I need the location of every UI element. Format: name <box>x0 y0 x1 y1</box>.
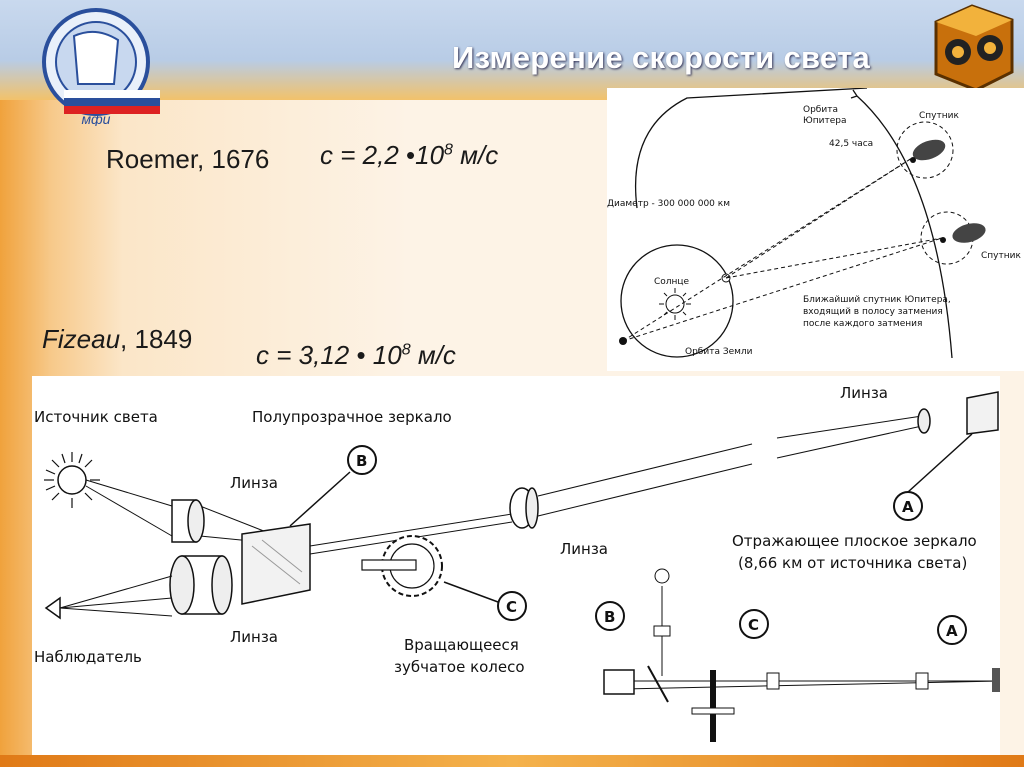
roemer-formula: c = 2,2 •108 м/с <box>320 140 498 171</box>
jupiter-orbit-label: Орбита <box>803 105 838 115</box>
roemer-formula-prefix: c = 2,2 <box>320 140 406 170</box>
marker-c: C <box>740 610 768 638</box>
roemer-formula-mantissa: 10 <box>415 140 444 170</box>
observer-eye-icon <box>46 598 60 618</box>
roemer-formula-unit: м/с <box>453 140 498 170</box>
fizeau-formula: c = 3,12 • 108 м/с <box>256 340 456 371</box>
roemer-label: Roemer, 1676 <box>106 144 269 175</box>
lens-icon <box>510 488 538 528</box>
wheel-label: Вращающееся <box>404 636 519 654</box>
bottom-bar <box>0 755 1024 767</box>
half-mirror-label: Полупрозрачное зеркало <box>252 408 452 426</box>
sun-label: Солнце <box>654 277 690 287</box>
marker-b: B <box>348 446 376 474</box>
svg-text:A: A <box>902 498 914 516</box>
roemer-diagram: Орбита Юпитера Спутник 42,5 часа Спутник… <box>607 88 1024 371</box>
lens-label: Линза <box>560 540 608 558</box>
lens-icon <box>918 409 930 433</box>
schematic-setup <box>604 569 1000 742</box>
lens-label: Линза <box>840 384 888 402</box>
mirror-label: (8,66 км от источника света) <box>738 554 967 572</box>
jupiter-orbit-label: Юпитера <box>803 116 846 126</box>
marker-c: C <box>498 592 526 620</box>
light-source-icon <box>44 452 100 508</box>
fizeau-label: Fizeau, 1849 <box>42 324 192 355</box>
satellite-note: после каждого затмения <box>803 319 922 329</box>
bullet: • <box>406 140 415 170</box>
fizeau-year: , 1849 <box>120 324 192 354</box>
toothed-wheel-icon <box>362 536 442 596</box>
lens-label: Линза <box>230 628 278 646</box>
fizeau-formula-unit: м/с <box>411 340 456 370</box>
mirror-label: Отражающее плоское зеркало <box>732 532 977 550</box>
fizeau-formula-prefix: c = 3,12 <box>256 340 356 370</box>
satellite-label: Спутник <box>919 111 959 121</box>
diameter-label: Диаметр - 300 000 000 км <box>607 199 730 209</box>
sun-icon <box>659 288 691 320</box>
lens-icon <box>170 556 232 614</box>
observer-label: Наблюдатель <box>34 648 142 666</box>
svg-text:C: C <box>506 598 517 616</box>
roemer-formula-exponent: 8 <box>444 141 453 158</box>
brand-logo <box>926 2 1018 94</box>
jupiter-icon <box>950 220 988 246</box>
page-title: Измерение скорости света <box>452 40 870 76</box>
logo-text: мфи <box>82 111 111 126</box>
flat-mirror-icon <box>967 392 998 434</box>
satellite-label: Спутник <box>981 251 1021 261</box>
satellite-note: Ближайший спутник Юпитера, <box>803 295 951 305</box>
svg-text:B: B <box>356 452 367 470</box>
period-label: 42,5 часа <box>829 139 873 149</box>
half-mirror-icon <box>242 524 310 604</box>
svg-text:C: C <box>748 616 759 634</box>
marker-b: B <box>596 602 624 630</box>
light-source-label: Источник света <box>34 408 158 426</box>
bullet: • <box>356 340 365 370</box>
wheel-label: зубчатое колесо <box>394 658 525 676</box>
earth-orbit-label: Орбита Земли <box>685 347 753 357</box>
satellite-note: входящий в полосу затмения <box>803 307 943 317</box>
lens-label: Линза <box>230 474 278 492</box>
fizeau-name: Fizeau <box>42 324 120 354</box>
fizeau-formula-exponent: 8 <box>402 341 411 358</box>
fizeau-diagram: B A C B C A Источник света Полупроз <box>32 376 1000 761</box>
lens-icon <box>172 500 204 542</box>
marker-a: A <box>894 492 922 520</box>
marker-a: A <box>938 616 966 644</box>
svg-text:B: B <box>604 608 615 626</box>
fizeau-formula-mantissa: 10 <box>366 340 402 370</box>
university-logo: мфи <box>34 6 164 126</box>
svg-text:A: A <box>946 622 958 640</box>
